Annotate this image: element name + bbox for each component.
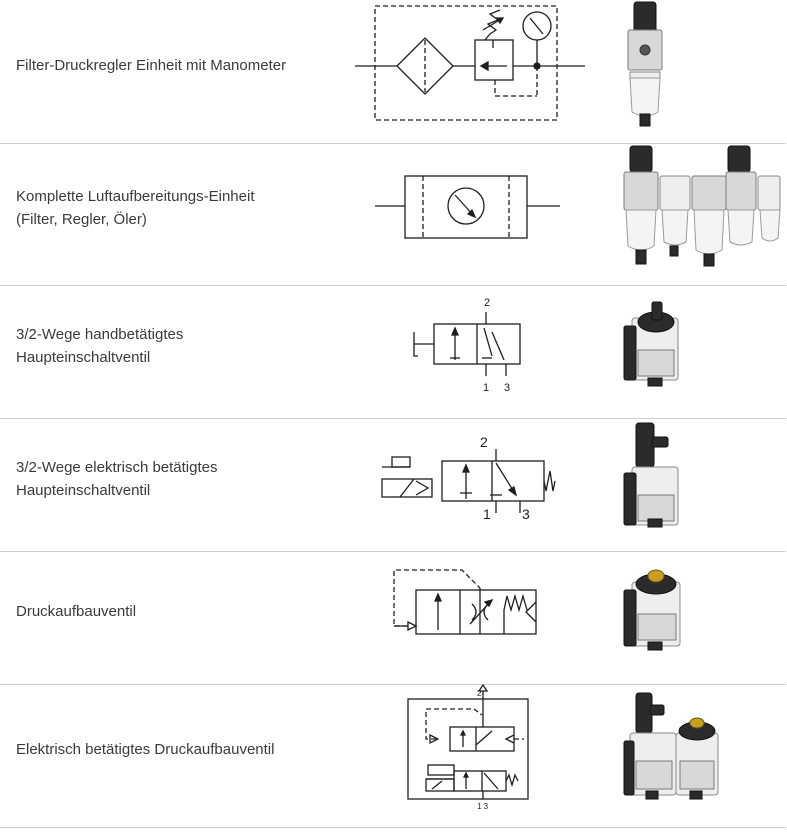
row-divider: [0, 143, 786, 144]
air-preparation-combination-icon: [622, 145, 782, 270]
row-divider: [0, 551, 786, 552]
table-row: Filter-Druckregler Einheit mit Manometer: [0, 0, 787, 143]
table-row: Elektrisch betätigtes Druckaufbauventil …: [0, 683, 787, 827]
port-label-1-3: 1 3: [477, 802, 489, 811]
air-preparation-unit-symbol-icon: [375, 174, 560, 240]
port-label-2: 2: [484, 297, 490, 309]
row-divider: [0, 285, 786, 286]
solenoid-3-2-valve-symbol-icon: 2 1 3: [380, 433, 556, 525]
row-divider: [0, 418, 786, 419]
row-divider: [0, 827, 786, 828]
row-label: 3/2-Wege elektrisch betätigtes Haupteins…: [16, 459, 218, 499]
row-label: 3/2-Wege handbetätigtes Haupteinschaltve…: [16, 326, 184, 366]
row-label: Filter-Druckregler Einheit mit Manometer: [16, 57, 287, 74]
table-row: 3/2-Wege handbetätigtes Haupteinschaltve…: [0, 286, 787, 418]
port-label-1: 1: [483, 382, 489, 394]
soft-start-valve-icon: [622, 568, 686, 652]
table-row: Komplette Luftaufbereitungs-Einheit (Fil…: [0, 144, 787, 285]
port-label-3: 3: [504, 382, 510, 394]
table-row: 3/2-Wege elektrisch betätigtes Haupteins…: [0, 419, 787, 551]
row-label: Komplette Luftaufbereitungs-Einheit (Fil…: [16, 188, 255, 228]
port-label-1: 1: [483, 506, 491, 522]
row-label: Elektrisch betätigtes Druckaufbauventil: [16, 741, 275, 758]
port-label-3: 3: [522, 506, 530, 522]
table-row: Druckaufbauventil: [0, 552, 787, 684]
manual-shutoff-valve-icon: [622, 300, 682, 390]
electric-soft-start-valve-symbol-icon: 2: [406, 683, 532, 811]
filter-regulator-unit-icon: [620, 1, 670, 128]
solenoid-shutoff-valve-icon: [622, 422, 682, 533]
row-label: Druckaufbauventil: [16, 603, 137, 620]
port-label-2: 2: [477, 689, 482, 698]
row-divider: [0, 684, 786, 685]
port-label-2: 2: [480, 434, 488, 450]
filter-pressure-regulator-gauge-symbol-icon: [355, 4, 585, 124]
manual-3-2-valve-symbol-icon: 2 1 3: [412, 294, 527, 396]
soft-start-valve-symbol-icon: [392, 566, 542, 656]
electric-soft-start-valve-icon: [622, 692, 722, 803]
